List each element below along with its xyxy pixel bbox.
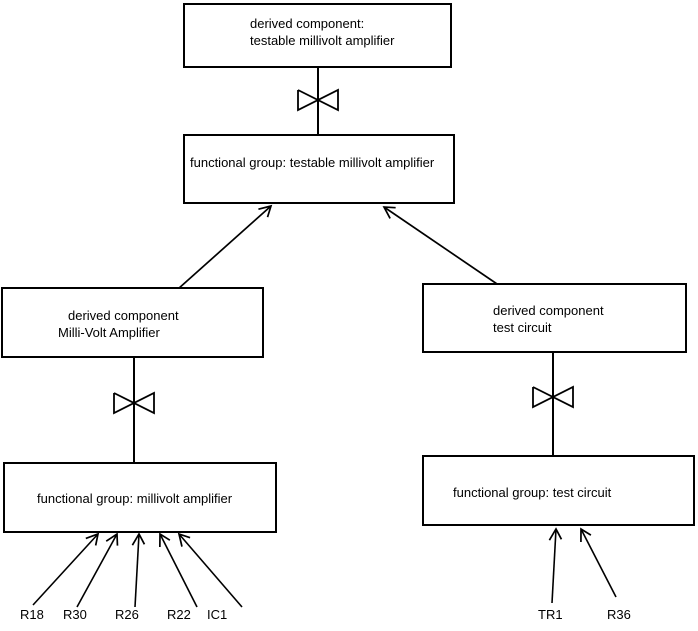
box-text-line: derived component xyxy=(493,303,604,318)
component-label-ic1: IC1 xyxy=(207,607,228,622)
bowtie-icon xyxy=(532,385,574,409)
box-text-line: testable millivolt amplifier xyxy=(250,33,395,48)
box-text-line: functional group: testable millivolt amp… xyxy=(190,155,435,170)
component-arrow-r36 xyxy=(580,527,617,598)
component-arrow-r26 xyxy=(131,532,146,608)
component-label-r26: R26 xyxy=(115,607,139,622)
box-text-line: functional group: test circuit xyxy=(453,485,612,500)
component-label-r30: R30 xyxy=(63,607,87,622)
component-arrow-ic1 xyxy=(177,532,243,608)
component-label-r22: R22 xyxy=(167,607,191,622)
component-arrow-tr1 xyxy=(548,527,563,604)
box-derived-component-test-circuit: derived component test circuit xyxy=(422,283,687,353)
box-functional-group-test-circuit: functional group: test circuit xyxy=(422,455,695,526)
bowtie-icon xyxy=(113,391,155,415)
component-arrow-r22 xyxy=(158,532,198,608)
decomposition-link-top xyxy=(297,68,339,134)
box-functional-group-millivolt-amplifier: functional group: millivolt amplifier xyxy=(3,462,277,533)
component-label-r18: R18 xyxy=(20,607,44,622)
component-label-r36: R36 xyxy=(607,607,631,622)
box-text-line: derived component xyxy=(68,308,179,323)
component-arrow-r18 xyxy=(32,532,100,606)
component-label-tr1: TR1 xyxy=(538,607,563,622)
box-functional-group-testable-millivolt-amplifier: functional group: testable millivolt amp… xyxy=(183,134,455,204)
bowtie-icon xyxy=(297,88,339,112)
box-text-line: derived component: xyxy=(250,16,365,31)
box-text-line: test circuit xyxy=(493,320,552,335)
box-text-line: Milli-Volt Amplifier xyxy=(58,325,160,340)
box-derived-component-milli-volt-amplifier: derived component Milli-Volt Amplifier xyxy=(1,287,264,358)
refinement-arrow-left xyxy=(177,204,273,290)
box-derived-component-testable-millivolt-amplifier: derived component: testable millivolt am… xyxy=(183,3,452,68)
box-text-line: functional group: millivolt amplifier xyxy=(37,491,233,506)
refinement-arrow-right xyxy=(382,206,501,287)
decomposition-link-right xyxy=(532,353,574,455)
component-arrow-r30 xyxy=(76,532,119,608)
decomposition-link-left xyxy=(113,358,155,462)
